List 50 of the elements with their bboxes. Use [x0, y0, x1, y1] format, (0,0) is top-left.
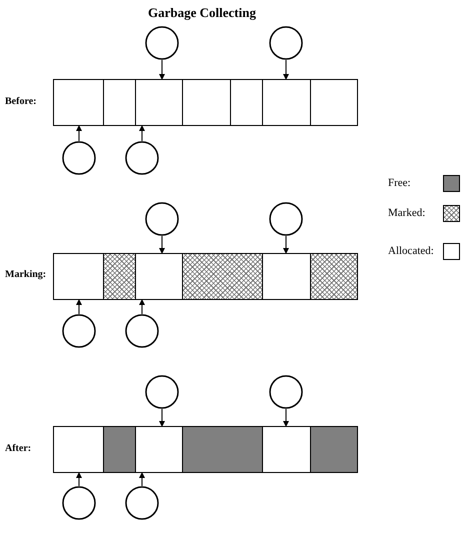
- row-label: Before:: [5, 96, 36, 107]
- pointer-circle: [62, 486, 96, 520]
- allocated-memory-cell: [53, 426, 104, 473]
- pointer-circle: [125, 314, 159, 348]
- arrow: [283, 60, 289, 80]
- arrow: [283, 408, 289, 427]
- allocated-memory-cell: [230, 79, 263, 126]
- legend-label: Marked:: [388, 207, 426, 219]
- marked-memory-cell: [310, 253, 358, 300]
- allocated-memory-cell: [135, 253, 183, 300]
- allocated-memory-cell: [262, 426, 311, 473]
- arrow: [139, 125, 145, 142]
- allocated-memory-cell: [262, 253, 311, 300]
- pointer-circle: [62, 314, 96, 348]
- pointer-circle: [269, 375, 303, 409]
- row-label: After:: [5, 443, 32, 454]
- pointer-circle: [145, 202, 179, 236]
- marked-memory-cell: [182, 253, 231, 300]
- arrow: [76, 125, 82, 142]
- free-memory-cell: [103, 426, 136, 473]
- marked-memory-cell: [103, 253, 136, 300]
- pointer-circle: [269, 26, 303, 60]
- allocated-memory-cell: [103, 79, 136, 126]
- arrow: [159, 408, 165, 427]
- pointer-circle: [125, 141, 159, 175]
- pointer-circle: [145, 26, 179, 60]
- legend-label: Free:: [388, 177, 411, 189]
- allocated-memory-cell: [53, 79, 104, 126]
- arrow: [159, 236, 165, 254]
- arrow: [159, 60, 165, 80]
- arrow: [139, 299, 145, 314]
- arrow: [76, 472, 82, 486]
- allocated-memory-cell: [182, 79, 231, 126]
- allocated-memory-cell: [135, 426, 183, 473]
- arrow: [76, 299, 82, 314]
- allocated-memory-cell: [53, 253, 104, 300]
- diagram-title: Garbage Collecting: [148, 5, 256, 21]
- pointer-circle: [145, 375, 179, 409]
- allocated-memory-cell: [310, 79, 358, 126]
- pointer-circle: [62, 141, 96, 175]
- pointer-circle: [269, 202, 303, 236]
- allocated-memory-cell: [262, 79, 311, 126]
- arrow: [283, 236, 289, 254]
- allocated-memory-cell: [135, 79, 183, 126]
- pointer-circle: [125, 486, 159, 520]
- arrow: [139, 472, 145, 486]
- free-memory-cell: [182, 426, 263, 473]
- free-memory-cell: [310, 426, 358, 473]
- legend-label: Allocated:: [388, 245, 434, 257]
- marked-memory-cell: [230, 253, 263, 300]
